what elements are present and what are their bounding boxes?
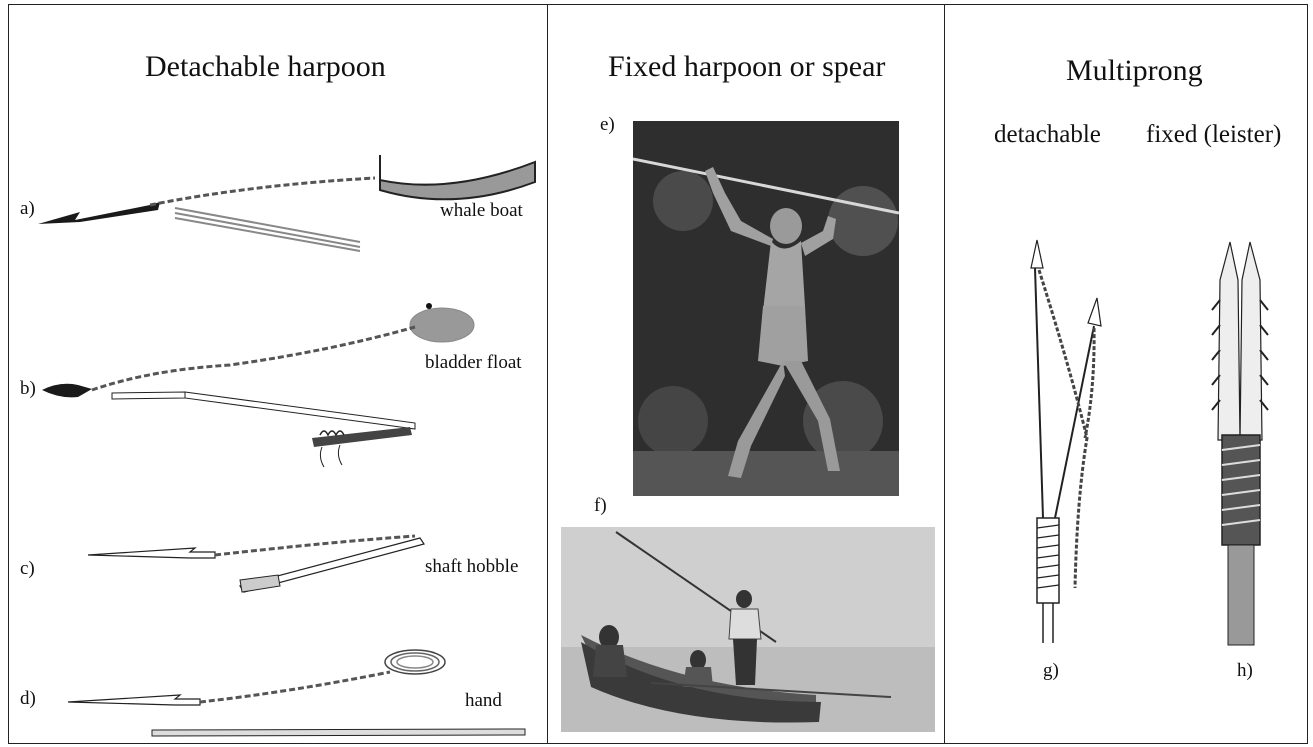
shaft-grip-c: [240, 575, 280, 592]
whale-boat-shape: [380, 155, 535, 199]
fixed-harpoon-title: Fixed harpoon or spear: [608, 50, 885, 84]
binding-g: [1037, 518, 1059, 603]
harpoon-head-d: [68, 695, 200, 705]
harpoon-head-b: [42, 384, 92, 398]
spear-thrower-figure: [633, 121, 899, 496]
leister-prong-right: [1240, 242, 1262, 440]
shaft-b: [185, 392, 415, 429]
photo-canoe-spearing: [561, 527, 935, 732]
multiprong-title: Multiprong: [1066, 54, 1203, 88]
leister-illustration: [1210, 240, 1280, 650]
label-h: h): [1237, 660, 1253, 682]
photo-spear-thrower: [633, 121, 899, 496]
bladder-float-shape: [410, 308, 474, 342]
shaft-d: [152, 729, 525, 736]
harpoon-bladderfloat-illustration: [30, 295, 550, 470]
canoe-scene: [561, 527, 935, 732]
leister-shaft: [1228, 545, 1254, 645]
line-a: [150, 178, 375, 205]
column-divider-2: [944, 4, 945, 744]
detachable-multiprong-illustration: [1015, 238, 1115, 648]
label-d: d): [20, 688, 36, 710]
subhead-detachable: detachable: [994, 121, 1101, 149]
label-e: e): [600, 114, 615, 136]
prong-tip-right: [1088, 298, 1101, 326]
label-c: c): [20, 558, 35, 580]
subhead-fixed-leister: fixed (leister): [1146, 121, 1281, 149]
foreshaft-bundle-a: [175, 208, 360, 251]
leister-prong-left: [1218, 242, 1240, 440]
harpoon-head-c: [88, 548, 215, 558]
harpoon-shafthobble-illustration: [80, 528, 460, 603]
label-g: g): [1043, 660, 1059, 682]
label-f: f): [594, 495, 607, 517]
prong-tip-left: [1031, 240, 1043, 268]
harpoon-whaleboat-illustration: [30, 150, 550, 260]
line-coil-3: [397, 656, 433, 668]
line-d: [200, 672, 390, 702]
tassels-b: [320, 445, 342, 467]
foreshaft-b: [112, 392, 185, 399]
float-plug: [426, 303, 432, 309]
coil-b: [320, 431, 344, 435]
detachable-harpoon-title: Detachable harpoon: [145, 50, 386, 84]
harpoon-hand-illustration: [60, 638, 540, 743]
line-b: [92, 327, 415, 390]
harpoon-head-a: [38, 202, 160, 224]
throwing-board-b: [312, 427, 412, 447]
